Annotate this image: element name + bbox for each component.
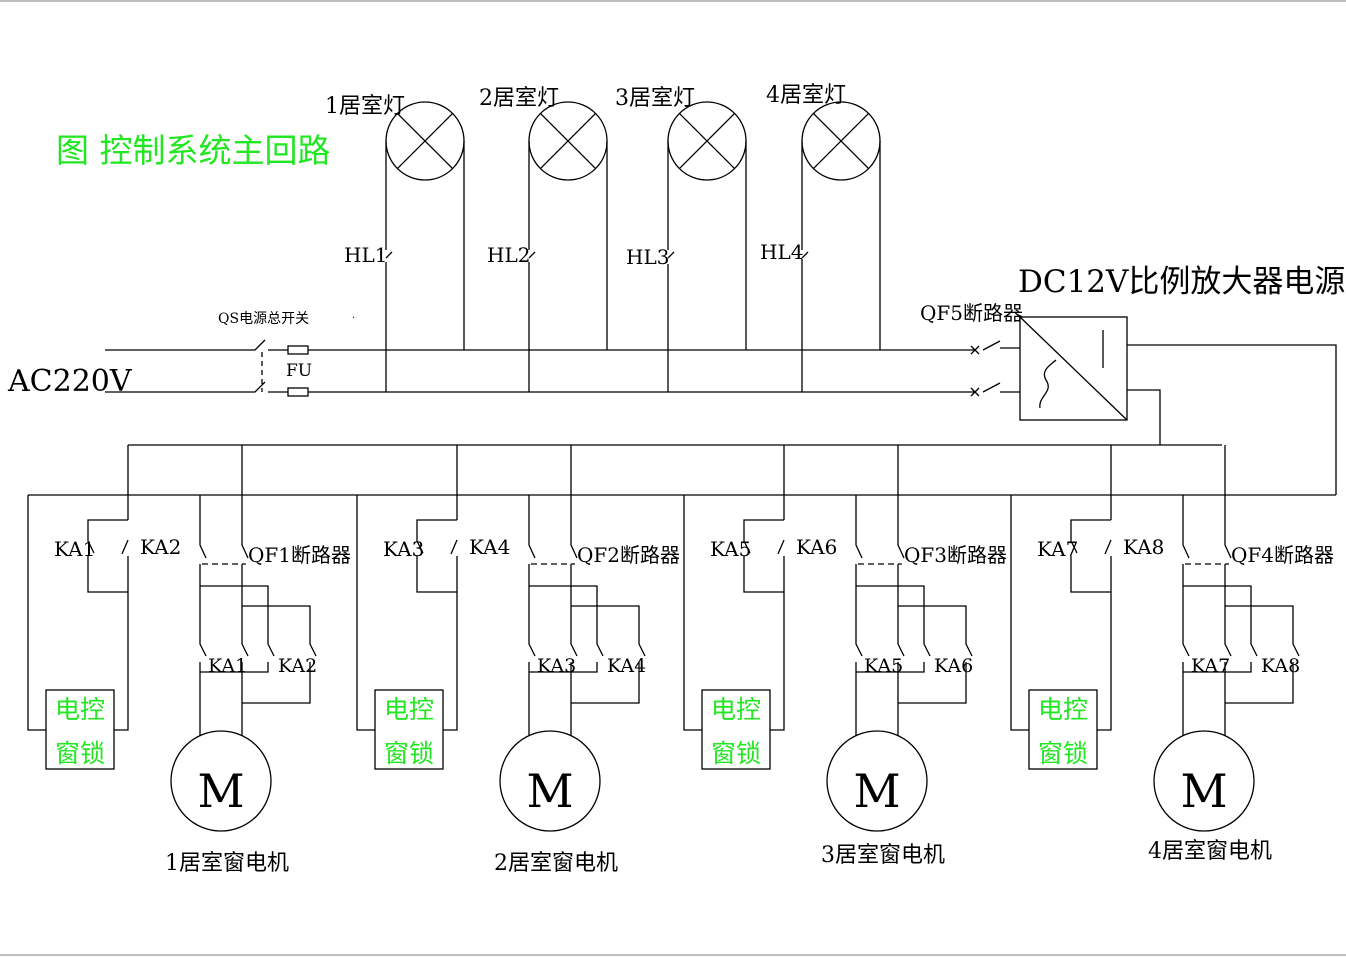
window-lock-box-4: [1028, 689, 1098, 770]
lamp-switch-wire-1: [385, 141, 393, 392]
lamp-switch-wire-3: [667, 141, 675, 392]
window-lock-label-3-b: 窗锁: [711, 739, 761, 768]
window-lock-label-4-b: 窗锁: [1038, 739, 1088, 768]
main-switch-label: QS电源总开关: [218, 311, 309, 327]
motor-symbol-1: [170, 730, 272, 832]
motor-letter-1: M: [197, 764, 244, 818]
motor-relay-label-ka2: KA2: [278, 655, 317, 677]
relay-contact-label-ka7: KA7: [1037, 537, 1078, 561]
window-lock-label-3: 电控: [711, 695, 761, 724]
supply-label: AC220V: [7, 364, 133, 399]
window-lock-label-2-b: 窗锁: [384, 739, 434, 768]
window-lock-box-3: [701, 689, 771, 770]
window-lock-box-1: [45, 689, 115, 770]
motor-label-2: 2居室窗电机: [494, 851, 618, 876]
motor-breaker-label-4: QF4断路器: [1231, 543, 1334, 567]
lamp-switch-label-3: HL3: [626, 245, 669, 269]
mains-wires: [105, 339, 965, 397]
qf5-breaker: [965, 340, 1020, 397]
relay-contact-label-ka1: KA1: [54, 537, 95, 561]
lamp-circuit-1: 1居室灯 HL1: [325, 94, 465, 392]
motor-symbol-4: [1153, 730, 1255, 832]
motor-letter-2: M: [526, 764, 573, 818]
dc-power-supply-symbol: [1019, 316, 1128, 421]
motor-symbol-2: [499, 730, 601, 832]
motor-breaker-label-3: QF3断路器: [904, 543, 1007, 567]
lamp-label-3: 3居室灯: [615, 86, 695, 111]
lamp-switch-label-1: HL1: [344, 243, 387, 267]
diagram-title: 图 控制系统主回路: [56, 131, 331, 170]
motor-breaker-label-2: QF2断路器: [577, 543, 680, 567]
motor-letter-4: M: [1180, 764, 1227, 818]
motor-label-1: 1居室窗电机: [165, 851, 289, 876]
motor-relay-label-ka4: KA4: [607, 655, 646, 677]
dc-supply-label: DC12V比例放大器电源: [1018, 264, 1345, 300]
lamp-switch-wire-2: [528, 141, 536, 392]
lamp-circuit-2: 2居室灯 HL2: [479, 86, 608, 392]
relay-contact-label-ka2: KA2: [140, 535, 181, 559]
lamp-group: 1居室灯 HL1 2居室灯 HL2 3居室灯 HL3 4居室灯 HL4: [325, 83, 881, 392]
fuse-top-symbol: [287, 345, 309, 355]
dc-output-negative-wire: [1127, 389, 1161, 445]
lamp-switch-label-2: HL2: [487, 243, 530, 267]
lamp-circuit-3: 3居室灯 HL3: [615, 86, 747, 392]
motor-symbol-3: [826, 730, 928, 832]
lamp-label-4: 4居室灯: [766, 83, 846, 108]
motor-breaker-label-1: QF1断路器: [248, 543, 351, 567]
stray-dot: .: [352, 310, 355, 321]
motor-letter-3: M: [853, 764, 900, 818]
lamp-label-2: 2居室灯: [479, 86, 559, 111]
window-lock-box-2: [374, 689, 444, 770]
lamp-circuit-4: 4居室灯 HL4: [760, 83, 881, 392]
lamp-switch-wire-4: [801, 141, 809, 392]
relay-contact-label-ka5: KA5: [710, 537, 751, 561]
window-lock-label-4: 电控: [1038, 695, 1088, 724]
motor-relay-label-ka7: KA7: [1191, 655, 1230, 677]
fuse-label: FU: [286, 361, 312, 381]
fuse-bottom-symbol: [287, 387, 309, 397]
motor-label-4: 4居室窗电机: [1148, 839, 1272, 864]
relay-contact-label-ka8: KA8: [1123, 535, 1164, 559]
relay-contact-label-ka3: KA3: [383, 537, 424, 561]
motor-label-3: 3居室窗电机: [821, 843, 945, 868]
motor-relay-label-ka3: KA3: [537, 655, 576, 677]
lamp-switch-label-4: HL4: [760, 240, 803, 264]
relay-contact-label-ka6: KA6: [796, 535, 837, 559]
motor-relay-label-ka8: KA8: [1261, 655, 1300, 677]
lamp-label-1: 1居室灯: [325, 94, 405, 119]
qf5-breaker-label: QF5断路器: [920, 301, 1023, 325]
window-lock-label-2: 电控: [384, 695, 434, 724]
window-lock-label-1: 电控: [55, 695, 105, 724]
motor-relay-label-ka1: KA1: [208, 655, 247, 677]
relay-contact-label-ka4: KA4: [469, 535, 510, 559]
motor-relay-label-ka6: KA6: [934, 655, 973, 677]
window-lock-label-1-b: 窗锁: [55, 739, 105, 768]
motor-relay-label-ka5: KA5: [864, 655, 903, 677]
dc-output-positive-wire: [1127, 344, 1337, 495]
